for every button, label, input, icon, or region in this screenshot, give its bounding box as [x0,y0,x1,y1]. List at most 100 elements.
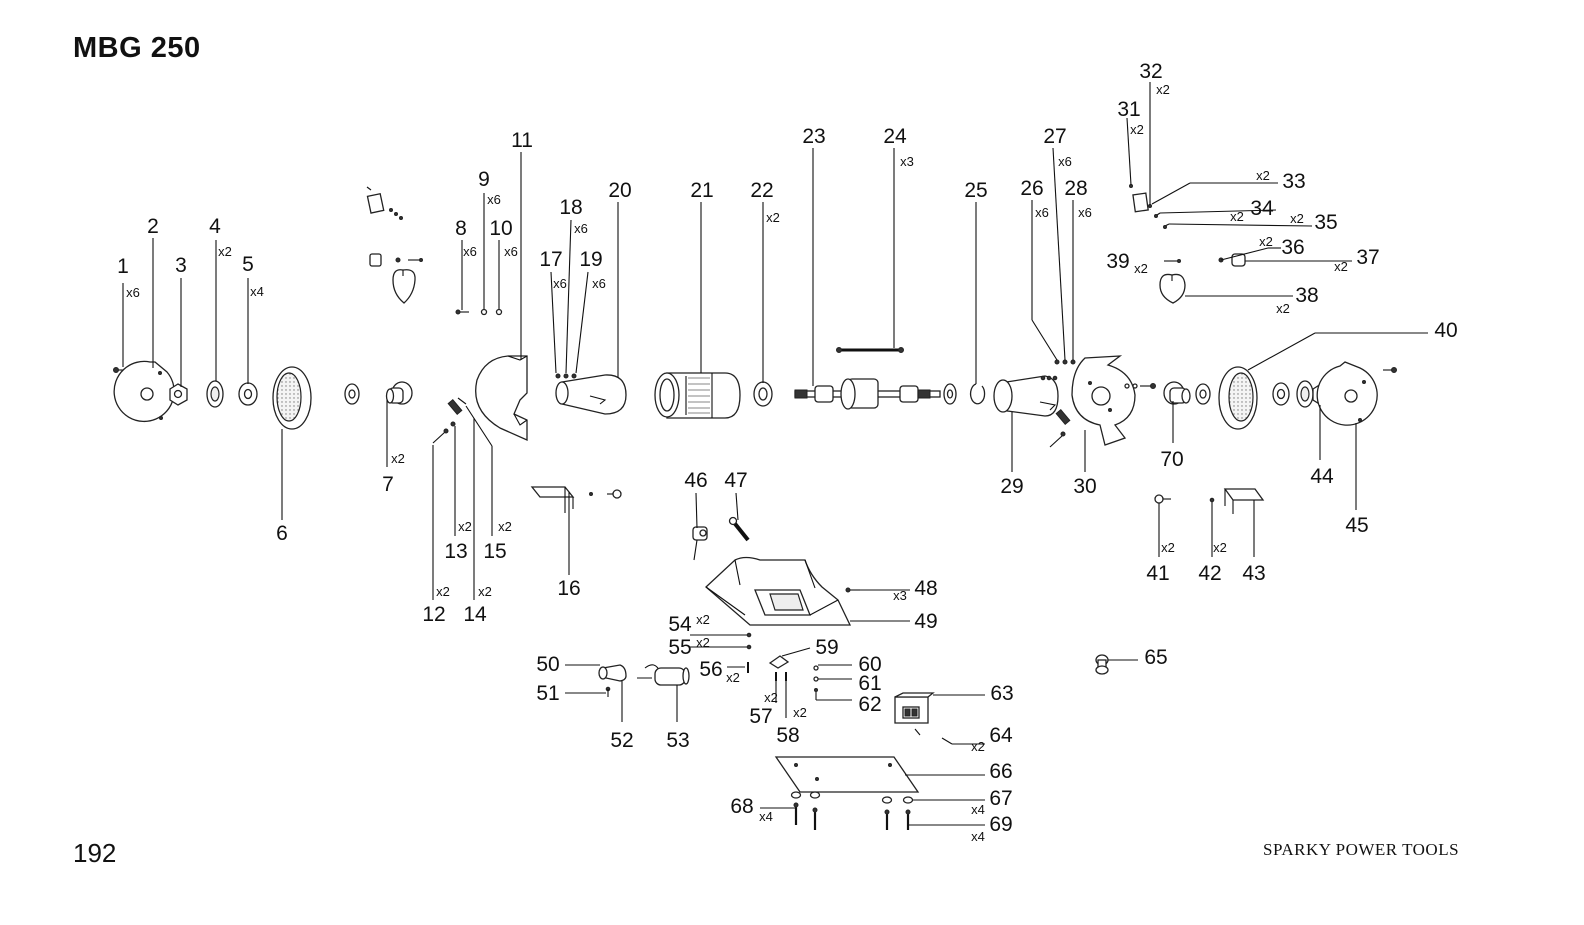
part-69-screws-icon [793,802,911,830]
callout-quantity-12: x2 [436,584,450,599]
callout-quantity-64: x2 [971,739,985,754]
callout-quantity-10: x6 [504,244,518,259]
callout-number-1: 1 [117,255,129,278]
callout-number-43: 43 [1242,562,1265,585]
callout-quantity-9: x6 [487,192,501,207]
part-42-washer-icon [1209,497,1215,503]
callout-quantity-7: x2 [391,451,405,466]
callout-number-3: 3 [175,254,187,277]
callout-number-35: 35 [1314,211,1337,234]
callout-number-9: 9 [478,168,490,191]
callout-number-47: 47 [724,469,747,492]
callout-number-31: 31 [1117,98,1140,121]
part-30-right-housing-icon [1071,355,1136,446]
callout-number-33: 33 [1282,170,1305,193]
callout-number-58: 58 [776,724,799,747]
callout-number-27: 27 [1043,125,1066,148]
part-55-icon [746,644,752,650]
callout-quantity-17: x6 [553,276,567,291]
callout-number-12: 12 [422,603,445,626]
part-64-screw-icon [941,737,953,745]
callout-number-26: 26 [1020,177,1043,200]
part-5-washer-icon [238,382,258,406]
leader-lines [122,82,1428,826]
part-16-tool-rest-icon [530,486,622,513]
callout-number-4: 4 [209,215,221,238]
callout-quantity-58: x2 [793,705,807,720]
callout-quantity-34: x2 [1230,209,1244,224]
part-11-left-housing-icon [475,355,528,442]
callout-number-65: 65 [1144,646,1167,669]
callout-quantity-41: x2 [1161,540,1175,555]
callout-quantity-32: x2 [1156,82,1170,97]
part-28-icon [1070,359,1076,365]
part-27-icon [1062,359,1068,365]
callout-number-54: 54 [668,613,692,636]
callout-quantity-18: x6 [574,221,588,236]
callout-quantity-26: x6 [1035,205,1049,220]
callout-number-16: 16 [557,577,580,600]
part-25-circlip-icon [969,383,986,405]
part-18-icon [563,373,569,379]
part-62-icon [814,688,818,692]
callout-quantity-27: x6 [1058,154,1072,169]
callout-number-64: 64 [989,724,1013,747]
callout-number-49: 49 [914,610,937,633]
callout-number-20: 20 [608,179,631,202]
callout-quantity-54: x2 [696,612,710,627]
callout-number-37: 37 [1356,246,1379,269]
part-26-icon [1054,359,1060,365]
callout-quantity-35: x2 [1290,211,1304,226]
callout-number-57: 57 [749,705,772,728]
part-65-grommet-icon [1095,654,1109,675]
callout-number-46: 46 [684,469,707,492]
callout-quantity-24: x3 [900,154,914,169]
callout-number-8: 8 [455,217,467,240]
callout-quantity-5: x4 [250,284,264,299]
callout-number-62: 62 [858,693,881,716]
callout-quantity-8: x6 [463,244,477,259]
callout-number-44: 44 [1310,465,1334,488]
callout-number-19: 19 [579,248,602,271]
part-7-bushing-icon [385,381,413,405]
callout-number-13: 13 [444,540,467,563]
callout-number-29: 29 [1000,475,1023,498]
part-4-flange-icon [206,380,224,408]
part-20-bearing-housing-icon [555,374,627,415]
part-46-switch-icon [692,526,708,561]
part-57-59-switch-contacts-icon [768,655,790,681]
spark-guard-group-right-icon [1129,184,1246,304]
callout-quantity-22: x2 [766,210,780,225]
callout-number-53: 53 [666,729,689,752]
part-67-68-rubber-feet-icon [790,791,914,804]
callout-number-5: 5 [242,253,254,276]
part-21-stator-icon [654,372,741,419]
callout-number-6: 6 [276,522,288,545]
callout-number-23: 23 [802,125,825,148]
part-45-guard-cover-icon [1316,361,1378,426]
part-17-icon [555,373,561,379]
callout-number-36: 36 [1281,236,1304,259]
callout-number-51: 51 [536,682,559,705]
callout-number-61: 61 [858,672,881,695]
callout-quantity-28: x6 [1078,205,1092,220]
callout-quantity-4: x2 [218,244,232,259]
callout-number-50: 50 [536,653,559,676]
part-22-bearing-icon [753,381,773,407]
callout-number-40: 40 [1434,319,1457,342]
callout-number-42: 42 [1198,562,1221,585]
callout-quantity-56: x2 [726,670,740,685]
callout-number-21: 21 [690,179,713,202]
part-24-tie-rod-icon [836,347,904,353]
callout-number-38: 38 [1295,284,1318,307]
callout-labels: 1x6234x25x467x28x69x610x61112x213x214x21… [117,60,1458,844]
callout-quantity-57: x2 [764,690,778,705]
part-49-base-icon [705,556,852,626]
callout-quantity-68: x4 [759,809,773,824]
callout-number-10: 10 [489,217,512,240]
callout-number-67: 67 [989,787,1012,810]
callout-number-15: 15 [483,540,506,563]
part-8-10-fasteners-icon [455,308,503,316]
spark-guard-group-icon [366,186,423,304]
